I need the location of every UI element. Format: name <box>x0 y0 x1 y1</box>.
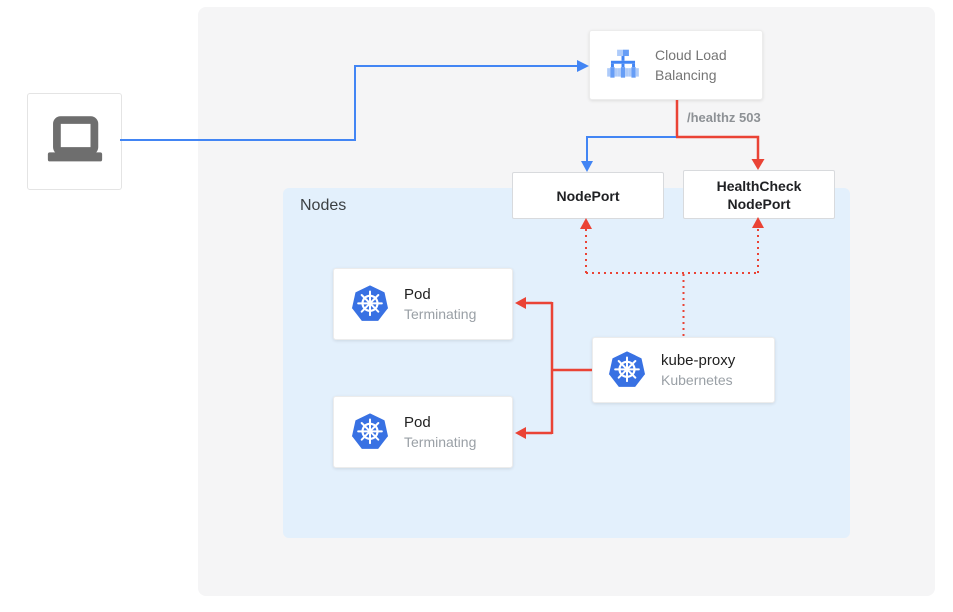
client-laptop-box <box>27 93 122 190</box>
nodeport-label: NodePort <box>556 187 620 204</box>
pod-box-1: Pod Terminating <box>333 268 513 340</box>
clb-label-line2: Balancing <box>655 67 717 83</box>
pod-1-status: Terminating <box>404 305 477 322</box>
laptop-icon <box>44 116 106 168</box>
nodes-label: Nodes <box>300 197 347 214</box>
kubernetes-icon <box>350 412 390 452</box>
pod-1-title: Pod <box>404 285 431 303</box>
kubernetes-icon <box>350 284 390 324</box>
pod-box-2: Pod Terminating <box>333 396 513 468</box>
cloud-load-balancing-box: Cloud Load Balancing <box>589 30 763 100</box>
pod-2-text: Pod Terminating <box>404 413 476 452</box>
clb-label-line1: Cloud Load <box>655 47 727 63</box>
pod-2-title: Pod <box>404 413 431 431</box>
healthcheck-nodeport-line2: NodePort <box>727 195 791 212</box>
nodeport-box: NodePort <box>512 172 664 219</box>
kube-proxy-title: kube-proxy <box>661 351 736 369</box>
pod-1-text: Pod Terminating <box>404 285 476 324</box>
kube-proxy-subtitle: Kubernetes <box>661 371 733 388</box>
pod-2-status: Terminating <box>404 433 477 450</box>
cloud-load-balancing-label: Cloud Load Balancing <box>655 45 727 85</box>
kube-proxy-box: kube-proxy Kubernetes <box>592 337 775 403</box>
kubernetes-icon <box>607 350 647 390</box>
cloud-load-balancing-icon <box>604 49 642 81</box>
healthz-status-label: /healthz 503 <box>687 110 761 125</box>
kube-proxy-text: kube-proxy Kubernetes <box>661 351 735 390</box>
healthcheck-nodeport-line1: HealthCheck <box>716 177 802 194</box>
healthcheck-nodeport-box: HealthCheck NodePort <box>683 170 835 219</box>
